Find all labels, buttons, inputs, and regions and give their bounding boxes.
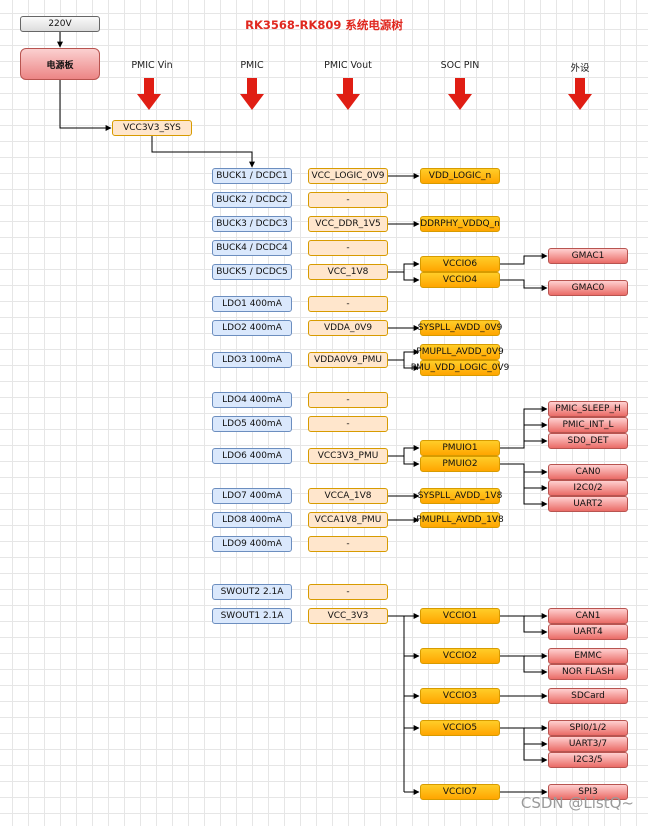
pmic-buck4: BUCK4 / DCDC4: [212, 240, 292, 256]
soc-pmuio2: PMUIO2: [420, 456, 500, 472]
soc-syspll_0v9: SYSPLL_AVDD_0V9: [418, 320, 502, 336]
vout-ldo5: -: [308, 416, 388, 432]
soc-pmupll_0v9: PMUPLL_AVDD_0V9: [416, 344, 504, 360]
soc-vccio3: VCCIO3: [420, 688, 500, 704]
connector-line: [388, 271, 420, 283]
header-peripheral: 外设: [570, 63, 590, 74]
down-arrow-icon: [448, 78, 472, 110]
peripheral-pmic_sleep: PMIC_SLEEP_H: [548, 401, 628, 417]
down-arrow-icon: [568, 78, 592, 110]
vout-buck1: VCC_LOGIC_0V9: [308, 168, 388, 184]
vout-ldo3: VDDA0V9_PMU: [308, 352, 388, 368]
vout-ldo6: VCC3V3_PMU: [308, 448, 388, 464]
vout-ldo2: VDDA_0V9: [308, 320, 388, 336]
connector-line: [388, 349, 420, 361]
soc-vccio1: VCCIO1: [420, 608, 500, 624]
soc-pmuio1: PMUIO1: [420, 440, 500, 456]
soc-syspll_1v8: SYSPLL_AVDD_1V8: [418, 488, 502, 504]
peripheral-nor_flash: NOR FLASH: [548, 664, 628, 680]
connector-line: [500, 279, 548, 291]
soc-pmupll_1v8: PMUPLL_AVDD_1V8: [416, 512, 504, 528]
peripheral-spi3: SPI3: [548, 784, 628, 800]
connector-line: [500, 727, 548, 763]
pmic-buck1: BUCK1 / DCDC1: [212, 168, 292, 184]
peripheral-gmac1: GMAC1: [548, 248, 628, 264]
pmic-ldo3: LDO3 100mA: [212, 352, 292, 368]
pmic-buck3: BUCK3 / DCDC3: [212, 216, 292, 232]
connector-line: [388, 455, 420, 467]
peripheral-sd0_det: SD0_DET: [548, 433, 628, 449]
pmic-ldo8: LDO8 400mA: [212, 512, 292, 528]
peripheral-pmic_int: PMIC_INT_L: [548, 417, 628, 433]
soc-vccio5: VCCIO5: [420, 720, 500, 736]
vout-ldo9: -: [308, 536, 388, 552]
down-arrow-icon: [240, 78, 264, 110]
power-board: 电源板: [20, 48, 100, 80]
vout-buck2: -: [308, 192, 388, 208]
vout-ldo1: -: [308, 296, 388, 312]
soc-vccio7: VCCIO7: [420, 784, 500, 800]
peripheral-i2c3_5: I2C3/5: [548, 752, 628, 768]
connector-line: [388, 615, 405, 792]
connector-line: [388, 359, 420, 371]
vout-buck4: -: [308, 240, 388, 256]
peripheral-i2c0_2: I2C0/2: [548, 480, 628, 496]
pmic-swout1: SWOUT1 2.1A: [212, 608, 292, 624]
header-pmic: PMIC: [240, 60, 264, 71]
soc-vccio6: VCCIO6: [420, 256, 500, 272]
soc-vdd_logic: VDD_LOGIC_n: [420, 168, 500, 184]
pmic-ldo7: LDO7 400mA: [212, 488, 292, 504]
header-pmic-vin: PMIC Vin: [131, 60, 173, 71]
connector-line: [388, 261, 420, 273]
vout-ldo8: VCCA1V8_PMU: [308, 512, 388, 528]
peripheral-uart2: UART2: [548, 496, 628, 512]
connector-line: [500, 615, 548, 635]
soc-pmu_vdd_logic: PMU_VDD_LOGIC_0V9: [411, 360, 509, 376]
pmic-ldo1: LDO1 400mA: [212, 296, 292, 312]
connector-line: [59, 80, 112, 131]
vout-ldo4: -: [308, 392, 388, 408]
pmic-buck5: BUCK5 / DCDC5: [212, 264, 292, 280]
watermark: CSDN @ListQ~: [520, 794, 634, 812]
peripheral-spi0_1_2: SPI0/1/2: [548, 720, 628, 736]
pmic-swout2: SWOUT2 2.1A: [212, 584, 292, 600]
pmic-ldo6: LDO6 400mA: [212, 448, 292, 464]
pmic-ldo5: LDO5 400mA: [212, 416, 292, 432]
vout-swout2: -: [308, 584, 388, 600]
vout-buck5: VCC_1V8: [308, 264, 388, 280]
peripheral-gmac0: GMAC0: [548, 280, 628, 296]
pmic-buck2: BUCK2 / DCDC2: [212, 192, 292, 208]
peripheral-uart3_7: UART3/7: [548, 736, 628, 752]
vout-swout1: VCC_3V3: [308, 608, 388, 624]
peripheral-uart4: UART4: [548, 624, 628, 640]
connector-line: [388, 445, 420, 457]
soc-vccio4: VCCIO4: [420, 272, 500, 288]
source-220v: 220V: [20, 16, 100, 32]
pmic-vin-pin: VCC3V3_SYS: [112, 120, 192, 136]
connector-line: [500, 463, 548, 507]
peripheral-can1: CAN1: [548, 608, 628, 624]
header-soc-pin: SOC PIN: [440, 60, 480, 71]
soc-vccio2: VCCIO2: [420, 648, 500, 664]
down-arrow-icon: [137, 78, 161, 110]
connector-line: [151, 136, 255, 168]
connector-line: [500, 655, 548, 675]
vout-buck3: VCC_DDR_1V5: [308, 216, 388, 232]
peripheral-emmc: EMMC: [548, 648, 628, 664]
peripheral-can0: CAN0: [548, 464, 628, 480]
header-pmic-vout: PMIC Vout: [324, 60, 372, 71]
pmic-ldo9: LDO9 400mA: [212, 536, 292, 552]
vout-ldo7: VCCA_1V8: [308, 488, 388, 504]
connector-line: [500, 438, 548, 449]
pmic-ldo4: LDO4 400mA: [212, 392, 292, 408]
connector-line: [500, 253, 548, 265]
down-arrow-icon: [336, 78, 360, 110]
pmic-ldo2: LDO2 400mA: [212, 320, 292, 336]
diagram-title: RK3568-RK809 系统电源树: [245, 18, 403, 32]
peripheral-sdcard: SDCard: [548, 688, 628, 704]
soc-ddrphy: DDRPHY_VDDQ_n: [420, 216, 500, 232]
